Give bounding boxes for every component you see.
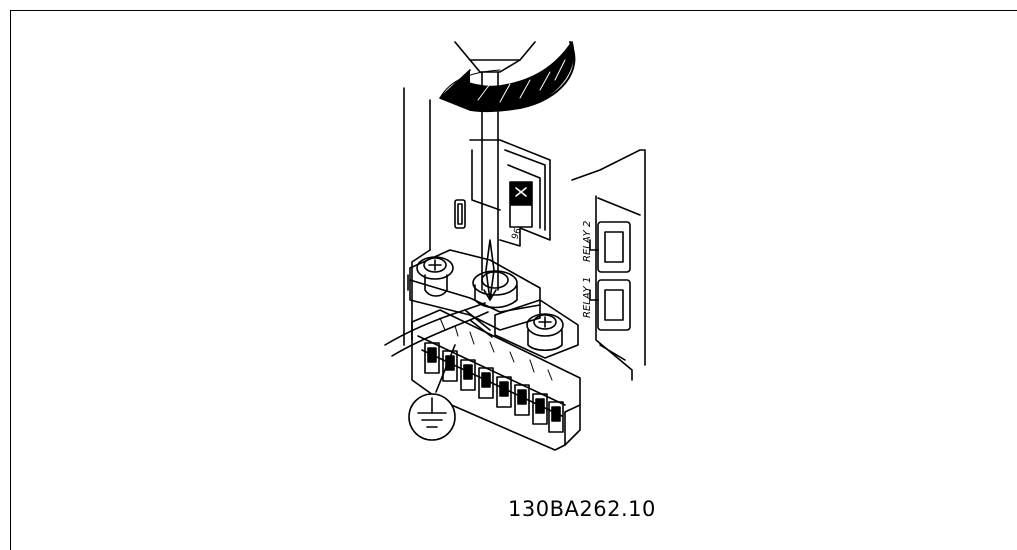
upper-connector: 96 xyxy=(469,139,551,247)
terminal-slot xyxy=(424,342,440,374)
terminal-slot xyxy=(496,376,512,408)
terminal-slot xyxy=(548,401,564,433)
relay-2-label: RELAY 2 xyxy=(582,221,593,262)
relay-1-label: RELAY 1 xyxy=(582,277,593,318)
rotation-arrow xyxy=(439,41,576,113)
drive-housing xyxy=(403,87,646,381)
side-slot xyxy=(454,199,466,229)
relay-terminals: RELAY 1 RELAY 2 xyxy=(582,197,641,331)
earth-clamp xyxy=(409,249,579,359)
terminal-slot xyxy=(532,393,548,425)
figure-reference-id: 130BA262.10 xyxy=(508,497,656,521)
earth-icon xyxy=(408,344,456,441)
terminal-slot xyxy=(478,367,494,399)
terminal-strip xyxy=(411,309,581,451)
terminal-slot xyxy=(514,384,530,416)
svg-text:96: 96 xyxy=(510,227,523,241)
terminal-slot xyxy=(460,359,476,391)
figure-frame xyxy=(10,10,1017,550)
